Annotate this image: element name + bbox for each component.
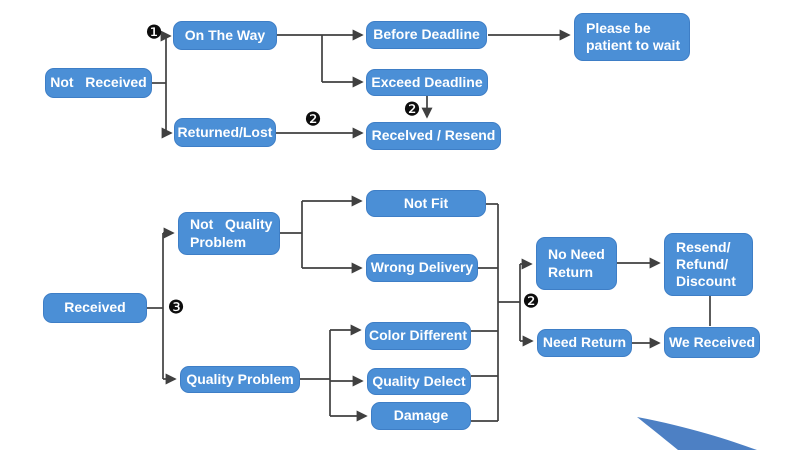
node-received-resend: Recelved / Resend	[366, 122, 501, 150]
node-received: Received	[43, 293, 147, 323]
node-not-fit: Not Fit	[366, 190, 486, 217]
node-returned-lost: Returned/Lost	[174, 118, 276, 147]
swoosh-logo-graphic	[637, 417, 757, 450]
node-damage: Damage	[371, 402, 471, 430]
node-wrong-delivery: Wrong Delivery	[366, 254, 478, 282]
node-we-received: We Received	[664, 327, 760, 358]
badge-2-returned-icon: ❷	[304, 108, 322, 131]
badge-3-icon: ❸	[167, 296, 185, 319]
node-before-deadline: Before Deadline	[366, 21, 487, 49]
badge-1-icon: ❶	[145, 21, 163, 44]
node-quality-problem: Quality Problem	[180, 366, 300, 393]
node-not-received: Not Received	[45, 68, 152, 98]
node-not-quality-problem: Not Quality Problem	[178, 212, 280, 255]
node-need-return: Need Return	[537, 329, 632, 357]
node-color-different: Color Different	[365, 322, 471, 350]
node-please-wait: Please be patient to wait	[574, 13, 690, 61]
badge-2-return-icon: ❷	[522, 290, 540, 313]
node-exceed-deadline: Exceed Deadline	[366, 69, 488, 96]
node-on-the-way: On The Way	[173, 21, 277, 50]
node-no-need-return: No Need Return	[536, 237, 617, 290]
badge-2-exceed-icon: ❷	[403, 98, 421, 121]
node-quality-delect: Quality Delect	[367, 368, 471, 395]
node-resend-refund-discount: Resend/ Refund/ Discount	[664, 233, 753, 296]
